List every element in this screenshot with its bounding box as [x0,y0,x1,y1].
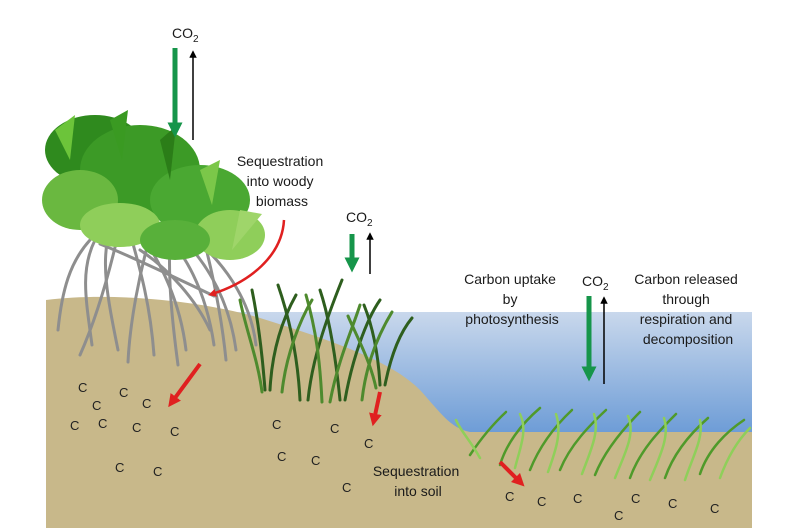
marsh-grass [238,278,414,404]
carbon-symbol: C [668,496,677,511]
carbon-symbol: C [119,385,128,400]
co2-label-mangrove: CO2 [172,25,199,45]
carbon-symbol: C [170,424,179,439]
marsh-soil-arrow [369,391,382,427]
carbon-uptake-label: Carbon uptake by photosynthesis [464,271,560,327]
soil [46,296,752,528]
co2-label-marsh: CO2 [346,209,373,229]
mangrove-canopy [42,110,265,260]
carbon-symbol: C [98,416,107,431]
carbon-symbol: C [614,508,623,523]
carbon-symbol: C [631,491,640,506]
carbon-released-label: Carbon released through respiration and … [634,271,741,347]
carbon-symbol: C [142,396,151,411]
carbon-symbol: C [364,436,373,451]
carbon-symbol: C [311,453,320,468]
carbon-symbol: C [505,489,514,504]
carbon-symbol: C [115,460,124,475]
carbon-symbol: C [277,449,286,464]
seagrass-soil-arrow [498,460,525,487]
soil-sequestration-label: Sequestration into soil [373,463,463,499]
co2-label-seagrass: CO2 [582,273,609,293]
mangrove-soil-arrow [168,362,202,408]
soil-carbon: C C C C C C C C C C C C C C C C C C C C … [70,380,719,523]
carbon-symbol: C [78,380,87,395]
carbon-symbol: C [342,480,351,495]
carbon-symbol: C [153,464,162,479]
carbon-symbol: C [92,398,101,413]
seagrass [454,406,752,482]
carbon-symbol: C [710,501,719,516]
carbon-symbol: C [537,494,546,509]
carbon-symbol: C [573,491,582,506]
carbon-symbol: C [132,420,141,435]
carbon-symbol: C [70,418,79,433]
woody-sequestration-arrow [208,219,286,297]
woody-biomass-label: Sequestration into woody biomass [237,153,327,209]
carbon-symbol: C [330,421,339,436]
carbon-symbol: C [272,417,281,432]
